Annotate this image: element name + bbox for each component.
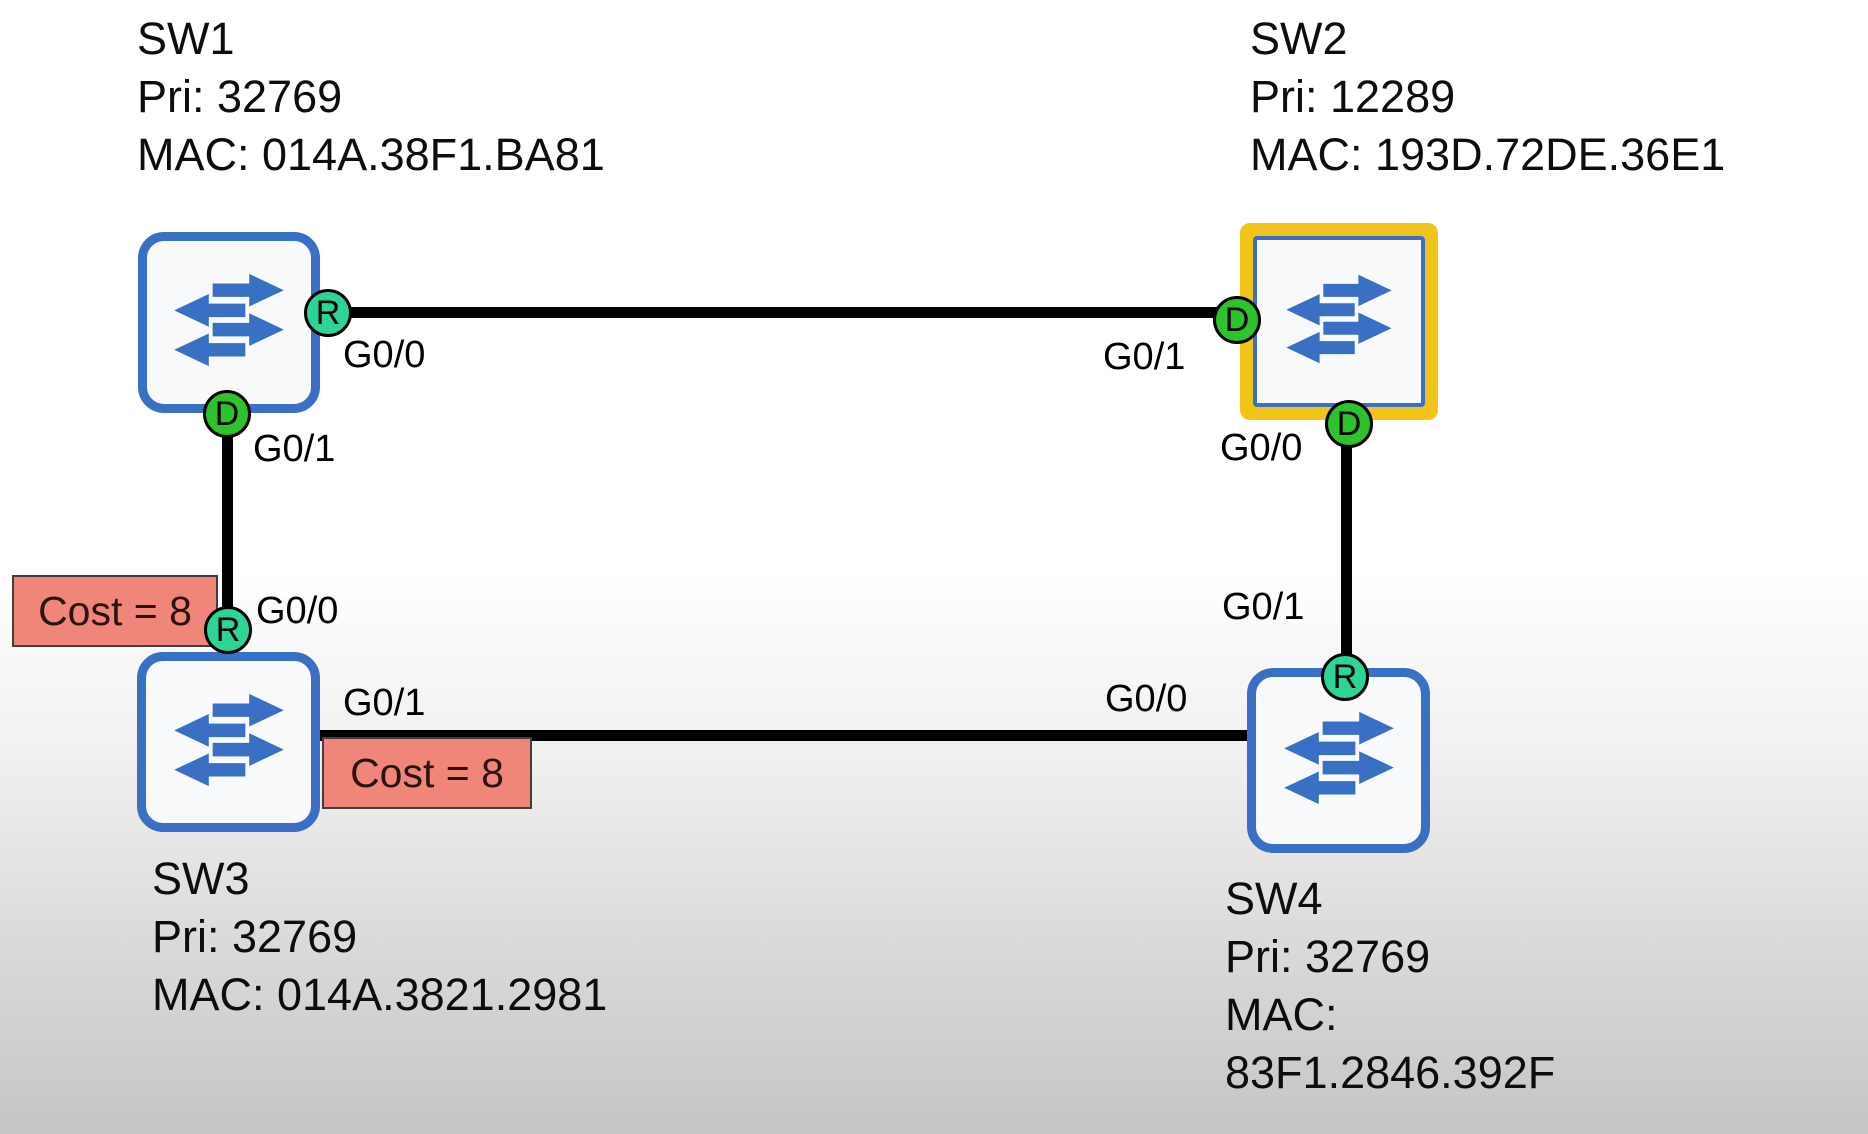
sw4-priority: Pri: 32769 xyxy=(1225,931,1431,982)
sw3-mac: MAC: 014A.3821.2981 xyxy=(152,969,608,1020)
sw3-g00-root-port-badge: R xyxy=(204,606,252,654)
sw2-name: SW2 xyxy=(1250,13,1348,64)
sw1-priority: Pri: 32769 xyxy=(137,71,343,122)
link-sw1-sw2 xyxy=(328,307,1237,318)
cost-label-sw3-sw4-link: Cost = 8 xyxy=(322,737,532,809)
sw1-name: SW1 xyxy=(137,13,235,64)
sw2-g01-port-label: G0/1 xyxy=(1103,336,1186,378)
sw3-node xyxy=(137,652,320,832)
sw1-g00-root-port-badge: R xyxy=(304,289,352,337)
sw1-node xyxy=(138,232,320,413)
sw3-priority: Pri: 32769 xyxy=(152,911,358,962)
switch-icon xyxy=(166,270,292,375)
sw4-mac-value: 83F1.2846.392F xyxy=(1225,1047,1556,1098)
sw1-mac: MAC: 014A.38F1.BA81 xyxy=(137,129,605,180)
sw1-g01-port-label: G0/1 xyxy=(253,428,336,470)
sw1-g01-designated-port-badge: D xyxy=(203,390,251,438)
switch-icon xyxy=(166,690,292,795)
sw4-g01-root-port-badge: R xyxy=(1321,653,1369,701)
sw3-info-block: SW3 Pri: 32769 MAC: 014A.3821.2981 xyxy=(152,850,607,1024)
sw3-g01-port-label: G0/1 xyxy=(343,682,426,724)
sw2-g00-port-label: G0/0 xyxy=(1220,427,1303,469)
sw1-g00-port-label: G0/0 xyxy=(343,334,426,376)
sw3-g00-port-label: G0/0 xyxy=(256,590,339,632)
cost-label-text: Cost = 8 xyxy=(38,587,192,634)
port-role-letter: R xyxy=(1332,658,1358,696)
sw2-node xyxy=(1253,236,1425,407)
switch-icon xyxy=(1279,271,1399,372)
sw2-info-block: SW2 Pri: 12289 MAC: 193D.72DE.36E1 xyxy=(1250,10,1725,184)
port-role-letter: D xyxy=(1336,405,1362,443)
sw2-g01-designated-port-badge: D xyxy=(1213,296,1261,344)
sw4-mac-prefix: MAC: xyxy=(1225,989,1338,1040)
port-role-letter: D xyxy=(1224,301,1250,339)
link-sw1-sw3 xyxy=(222,414,233,630)
sw2-root-bridge-highlight xyxy=(1240,223,1438,420)
cost-label-sw1-sw3-link: Cost = 8 xyxy=(12,575,218,647)
sw4-g00-port-label: G0/0 xyxy=(1105,678,1188,720)
sw4-node xyxy=(1247,668,1430,853)
sw4-g01-port-label: G0/1 xyxy=(1222,586,1305,628)
link-sw2-sw4 xyxy=(1341,424,1352,677)
sw2-g00-designated-port-badge: D xyxy=(1325,400,1373,448)
port-role-letter: R xyxy=(215,611,241,649)
sw4-name: SW4 xyxy=(1225,873,1323,924)
link-sw3-sw4 xyxy=(320,730,1250,741)
switch-icon xyxy=(1276,708,1402,813)
port-role-letter: D xyxy=(214,395,240,433)
sw3-name: SW3 xyxy=(152,853,250,904)
sw4-info-block: SW4 Pri: 32769 MAC: 83F1.2846.392F xyxy=(1225,870,1555,1102)
sw2-mac: MAC: 193D.72DE.36E1 xyxy=(1250,129,1726,180)
sw2-priority: Pri: 12289 xyxy=(1250,71,1456,122)
sw1-info-block: SW1 Pri: 32769 MAC: 014A.38F1.BA81 xyxy=(137,10,605,184)
cost-label-text: Cost = 8 xyxy=(350,749,504,796)
port-role-letter: R xyxy=(315,294,341,332)
